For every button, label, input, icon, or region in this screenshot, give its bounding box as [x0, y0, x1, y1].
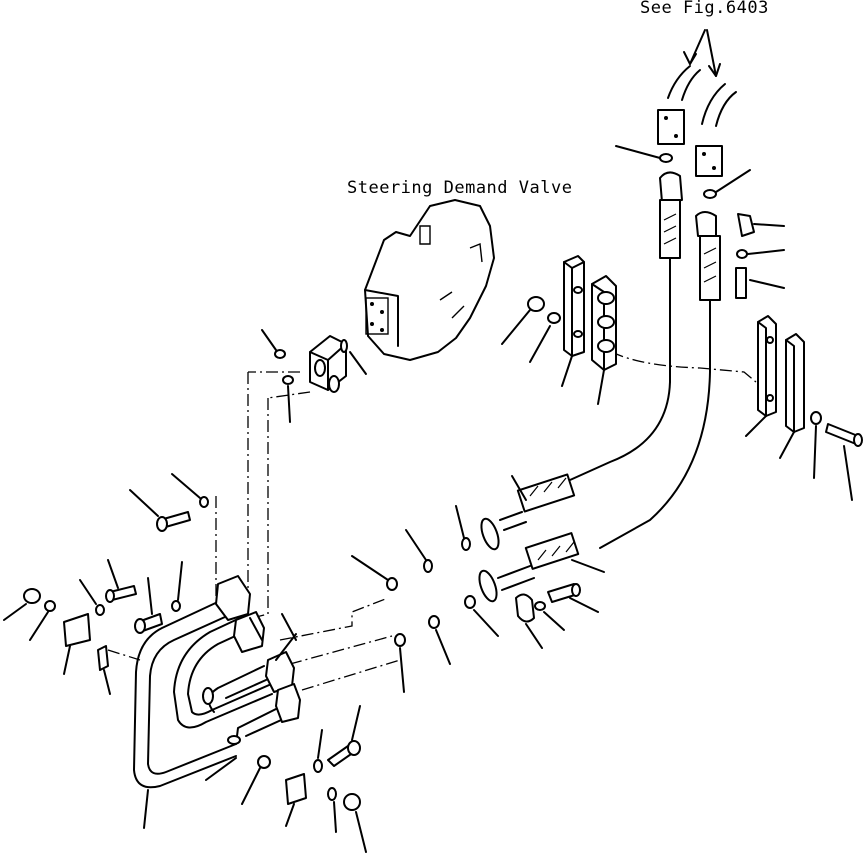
center-o-rings: [351, 475, 605, 693]
left-fasteners: [3, 473, 209, 695]
o-ring-top: [615, 145, 751, 199]
lower-center-clamp: [515, 583, 599, 649]
steering-demand-valve: [364, 199, 495, 361]
steering-demand-valve-label: Steering Demand Valve: [347, 178, 573, 198]
hose-clamps: [501, 255, 617, 405]
see-fig-reference-label: See Fig.6403: [640, 0, 769, 18]
vertical-hoses: [659, 171, 721, 383]
tube-assembly: [133, 575, 301, 829]
block-fitting: [261, 329, 367, 423]
centerlines: [107, 351, 757, 691]
bottom-fasteners: [205, 705, 367, 853]
right-clamps: [735, 213, 863, 501]
reference-arrows: [683, 29, 721, 77]
upper-hose-ends: [657, 65, 737, 177]
long-hoses: [478, 371, 711, 603]
